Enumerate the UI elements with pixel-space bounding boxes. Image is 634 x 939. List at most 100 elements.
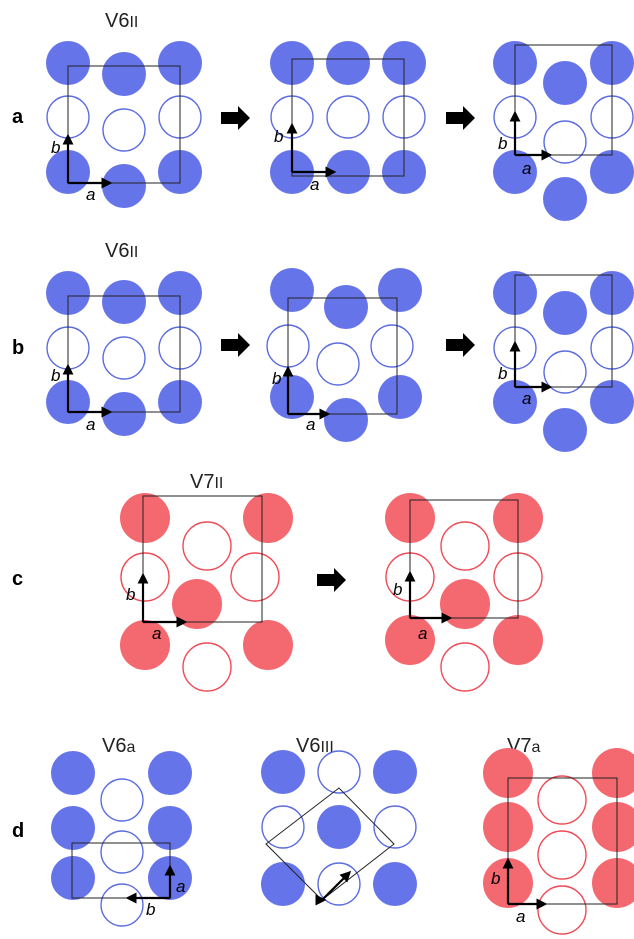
atom-filled — [483, 748, 533, 798]
atom-filled — [592, 748, 634, 798]
atom-filled — [373, 862, 417, 906]
atom-filled — [148, 806, 192, 850]
unit-cell — [409, 499, 519, 619]
atom-hollow — [102, 336, 146, 380]
transition-arrow-a2 — [446, 106, 475, 130]
atom-hollow — [373, 805, 417, 849]
a-axis-label: a — [418, 624, 427, 643]
title-row-c: V7II — [190, 471, 223, 493]
atom-filled — [243, 493, 293, 543]
title-row-a: V6II — [105, 10, 138, 32]
atom-filled — [102, 164, 146, 208]
unit-cell — [142, 495, 263, 623]
atom-hollow — [102, 108, 146, 152]
atom-filled — [543, 177, 587, 221]
atom-filled — [373, 750, 417, 794]
atom-filled — [493, 150, 537, 194]
atom-hollow — [182, 521, 232, 571]
atom-hollow — [100, 778, 144, 822]
atom-filled — [324, 398, 368, 442]
atom-filled — [51, 856, 95, 900]
atom-filled — [385, 615, 435, 665]
atom-filled — [261, 750, 305, 794]
atom-filled — [592, 858, 634, 908]
atom-hollow — [100, 830, 144, 874]
atom-filled — [592, 802, 634, 852]
atom-filled — [324, 285, 368, 329]
unit-cell — [67, 65, 181, 184]
atom-filled — [243, 620, 293, 670]
atom-filled — [493, 615, 543, 665]
transition-arrow-c — [317, 568, 346, 592]
atom-filled — [46, 41, 90, 85]
b-axis-label: b — [498, 364, 507, 383]
atom-filled — [51, 806, 95, 850]
a-axis-label: a — [86, 185, 95, 204]
atom-filled — [120, 620, 170, 670]
atom-filled — [326, 150, 370, 194]
atom-filled — [102, 392, 146, 436]
atom-filled — [378, 268, 422, 312]
atom-filled — [102, 280, 146, 324]
atom-hollow — [316, 342, 360, 386]
b-axis-label: b — [393, 580, 402, 599]
row-label-a: a — [12, 106, 24, 128]
b-axis-label: b — [498, 134, 507, 153]
atom-hollow — [317, 862, 361, 906]
a-axis-label: a — [310, 175, 319, 194]
unit-cell — [507, 777, 618, 905]
atom-hollow — [182, 642, 232, 692]
atom-filled — [590, 380, 634, 424]
atom-hollow — [537, 775, 587, 825]
title-row-b: V6II — [105, 240, 138, 262]
unit-cell — [265, 787, 395, 901]
atom-filled — [148, 751, 192, 795]
b-axis-label: b — [146, 900, 155, 919]
atom-hollow — [440, 642, 490, 692]
a-axis-label: a — [176, 877, 185, 896]
row-label-c: c — [12, 568, 23, 590]
atom-hollow — [370, 324, 414, 368]
a-axis-label: a — [522, 159, 531, 178]
atom-hollow — [230, 552, 280, 602]
atom-filled — [326, 41, 370, 85]
atom-filled — [378, 375, 422, 419]
atom-filled — [590, 150, 634, 194]
unit-cell — [67, 295, 181, 413]
atom-hollow — [326, 95, 370, 139]
atom-filled — [46, 271, 90, 315]
b-axis-label: b — [0, 0, 9, 4]
atom-hollow — [440, 521, 490, 571]
atom-filled — [158, 41, 202, 85]
atom-filled — [543, 61, 587, 105]
atom-hollow — [543, 120, 587, 164]
row-label-b: b — [12, 337, 24, 359]
atom-filled — [493, 380, 537, 424]
unit-cell — [291, 58, 405, 177]
b-axis-label: b — [491, 869, 500, 888]
atom-filled — [440, 579, 490, 629]
title-d-v6a: V6a — [102, 735, 135, 757]
a-axis-label: a — [306, 415, 315, 434]
atom-filled — [158, 271, 202, 315]
unit-cell — [514, 44, 613, 156]
a-axis-arrow — [321, 870, 352, 901]
atom-hollow — [537, 885, 587, 935]
transition-arrow-a1 — [221, 106, 250, 130]
unit-cell — [514, 274, 613, 388]
atom-hollow — [317, 750, 361, 794]
atom-hollow — [100, 883, 144, 927]
unit-cell — [287, 297, 398, 415]
a-axis-label: a — [522, 389, 531, 408]
b-axis-label: b — [51, 366, 60, 385]
b-axis-label: b — [274, 127, 283, 146]
atom-hollow — [120, 552, 170, 602]
atom-filled — [102, 52, 146, 96]
atom-hollow — [543, 350, 587, 394]
transition-arrow-b2 — [446, 333, 475, 357]
atom-filled — [270, 375, 314, 419]
atom-filled — [270, 268, 314, 312]
atom-filled — [543, 291, 587, 335]
a-axis-label: a — [516, 907, 525, 926]
